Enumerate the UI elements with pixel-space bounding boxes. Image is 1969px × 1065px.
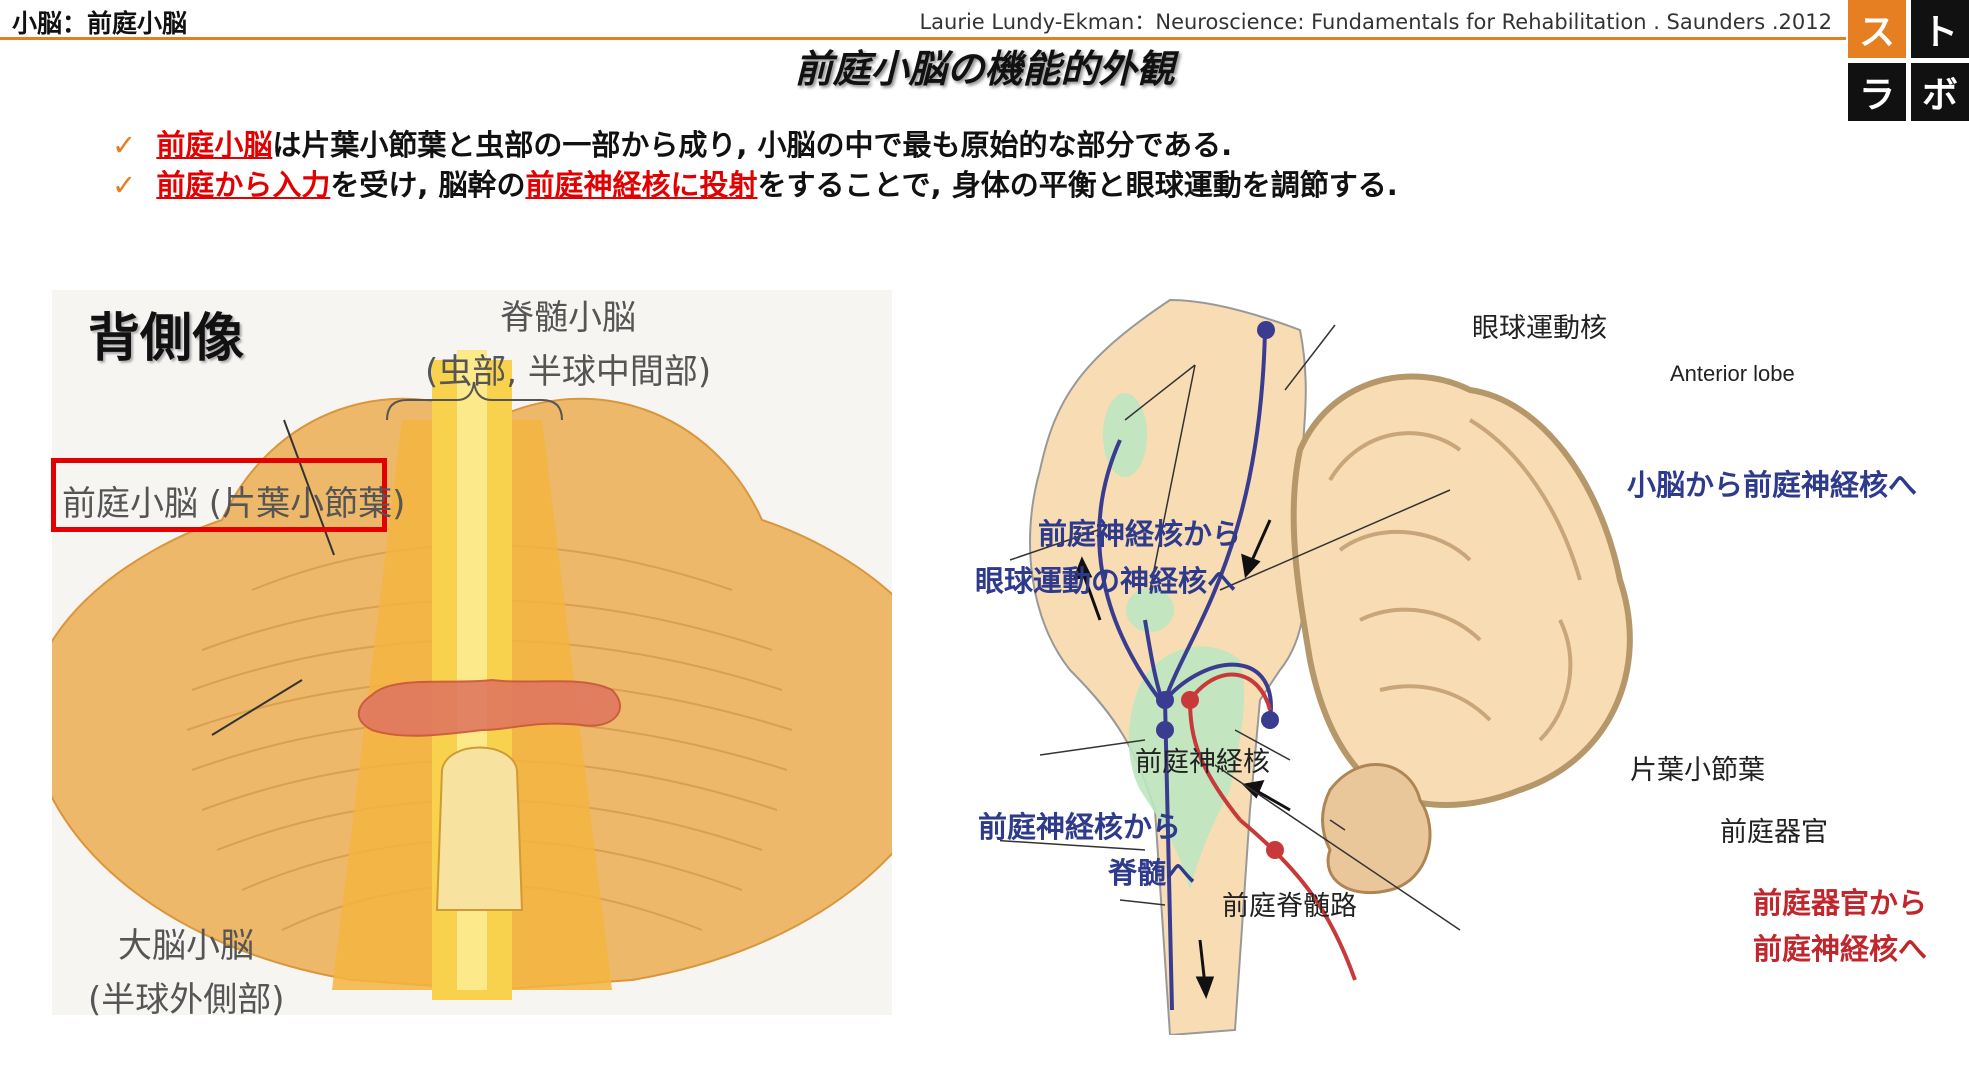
anterior-lobe-label: Anterior lobe xyxy=(1670,361,1795,386)
vestibular-nuclei-label: 前庭神経核 xyxy=(1135,747,1270,778)
organ-to-vn-label-2: 前庭神経核へ xyxy=(1753,932,1928,966)
bullet-1-highlight: 前庭小脳 xyxy=(156,128,273,162)
cerebrocerebellum-sublabel: (半球外側部) xyxy=(88,980,285,1020)
vestibulocerebellar-pathway-diagram xyxy=(1000,298,1633,1035)
page-title: 前庭小脳の機能的外観 xyxy=(794,47,1175,91)
view-label: 背側像 xyxy=(88,309,245,369)
logo-cell-3: ラ xyxy=(1848,63,1906,121)
logo-cell-4: ボ xyxy=(1911,63,1969,121)
bullet-2-text-2: をすることで, 身体の平衡と眼球運動を調節する. xyxy=(757,168,1398,202)
vestibulocerebellum-label: 前庭小脳 (片葉小節葉) xyxy=(62,484,406,524)
logo-cell-1: ス xyxy=(1848,0,1906,58)
vestibular-organ-label: 前庭器官 xyxy=(1720,817,1828,848)
logo: ス ト ラ ボ xyxy=(1848,0,1969,122)
bullet-1: ✓ 前庭小脳は片葉小節葉と虫部の一部から成り, 小脳の中で最も原始的な部分である. xyxy=(112,122,1232,164)
topic-label: 小脳：前庭小脳 xyxy=(12,9,188,38)
organ-to-vn-label-1: 前庭器官から xyxy=(1753,886,1928,920)
bullet-2: ✓ 前庭から入力を受け, 脳幹の前庭神経核に投射をすることで, 身体の平衡と眼球運… xyxy=(112,162,1398,204)
cerebrocerebellum-label: 大脳小脳 xyxy=(118,926,254,966)
oculomotor-label: 眼球運動核 xyxy=(1472,313,1607,344)
spinocerebellum-sublabel: (虫部, 半球中間部) xyxy=(425,352,712,392)
vestibulocerebellum-box xyxy=(51,458,387,532)
vn-to-sc-label-2: 脊髄へ xyxy=(1108,856,1196,890)
bullet-2-highlight-1: 前庭から入力 xyxy=(156,168,331,202)
cerebellum-dorsal-illustration xyxy=(52,290,892,1015)
bullet-1-text: は片葉小節葉と虫部の一部から成り, 小脳の中で最も原始的な部分である. xyxy=(272,128,1233,162)
vn-to-eye-label-1: 前庭神経核から xyxy=(1038,517,1242,551)
check-icon: ✓ xyxy=(112,168,137,202)
check-icon: ✓ xyxy=(112,128,137,162)
vn-to-sc-label-1: 前庭神経核から xyxy=(978,810,1182,844)
flocculonodular-label: 片葉小節葉 xyxy=(1630,755,1765,786)
bullet-2-highlight-2: 前庭神経核に投射 xyxy=(525,168,758,202)
citation: Laurie Lundy-Ekman：Neuroscience: Fundame… xyxy=(919,10,1832,34)
header-rule xyxy=(0,37,1846,40)
bullet-2-text-1: を受け, 脳幹の xyxy=(330,168,526,202)
cb-to-vn-label: 小脳から前庭神経核へ xyxy=(1627,462,1918,504)
spinocerebellum-label: 脊髄小脳 xyxy=(500,298,636,338)
logo-cell-2: ト xyxy=(1911,0,1969,58)
vestibulospinal-tract-label: 前庭脊髄路 xyxy=(1222,891,1357,922)
vn-to-eye-label-2: 眼球運動の神経核へ xyxy=(975,564,1237,598)
